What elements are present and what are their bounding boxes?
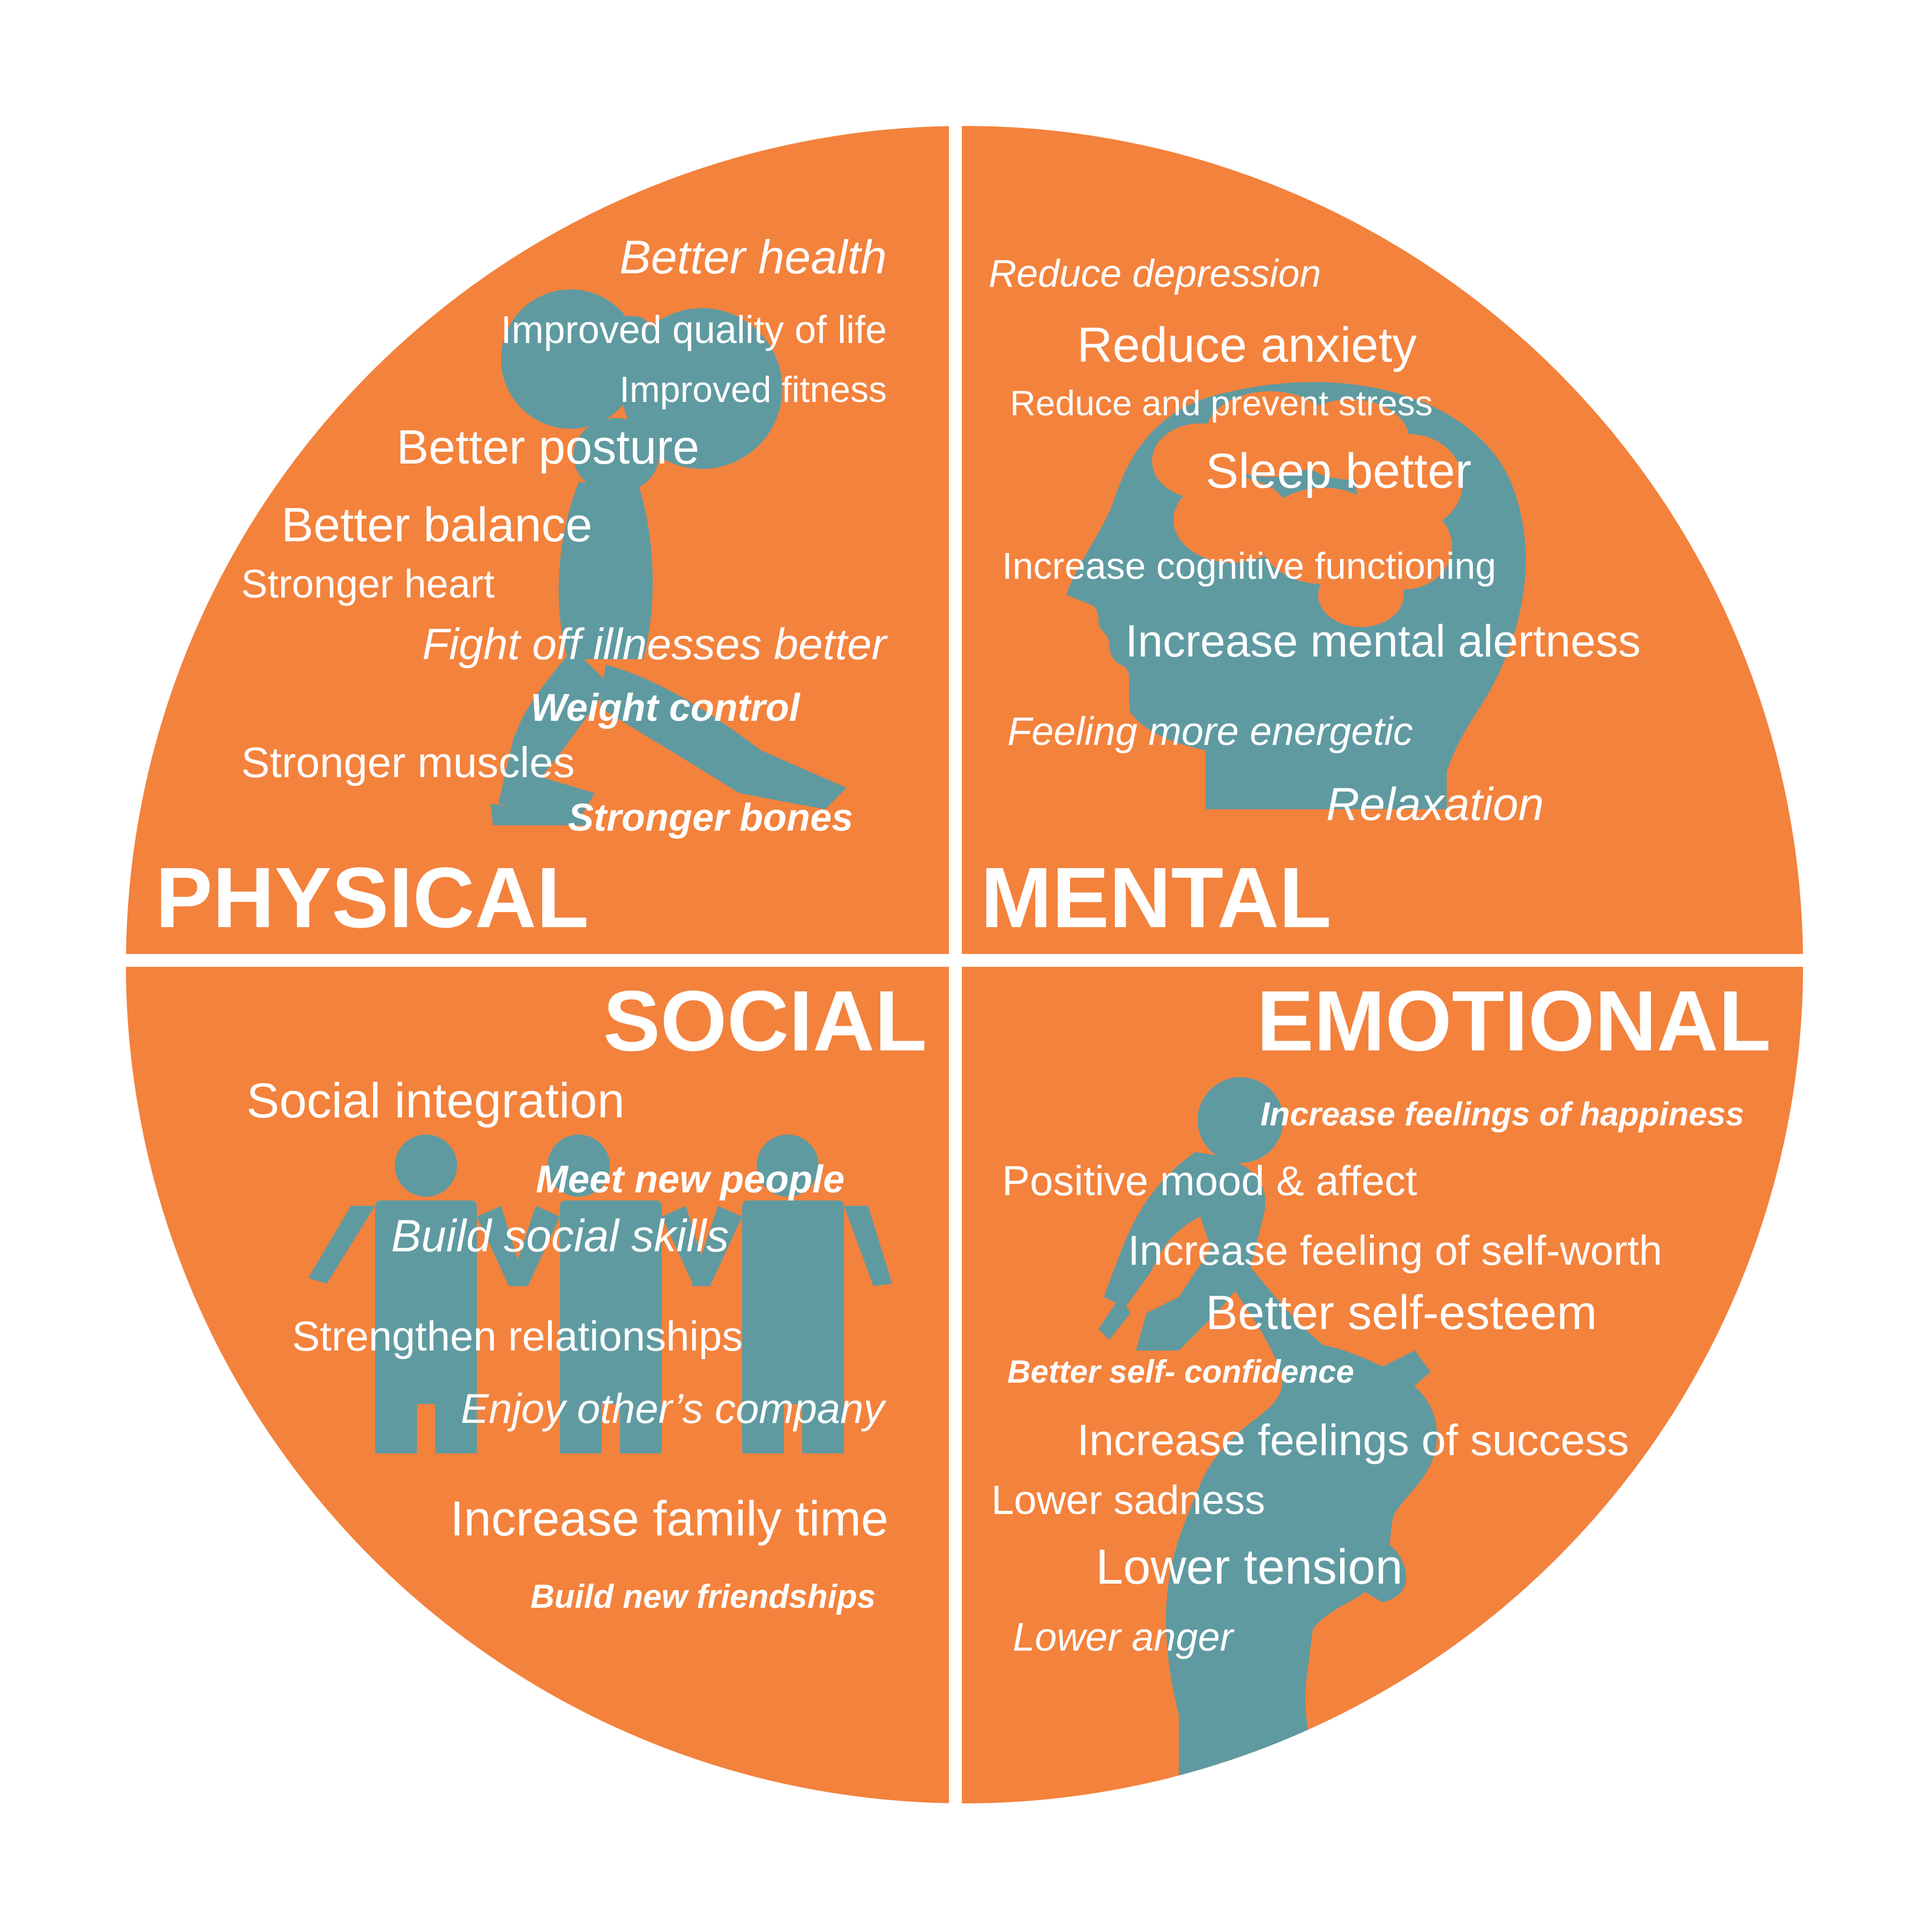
parent-lifting-child-silhouette-icon: [1098, 1077, 1437, 1803]
benefit-item: Better self- confidence: [1007, 1354, 1354, 1390]
benefit-item: Positive mood & affect: [1002, 1157, 1417, 1204]
benefit-item: Increase family time: [450, 1491, 888, 1546]
benefit-item: Lower tension: [1096, 1540, 1403, 1594]
physical-quadrant: PHYSICAL Better health Improved quality …: [155, 230, 888, 945]
benefit-item: Better balance: [281, 498, 592, 552]
mental-quadrant: MENTAL Reduce depression Reduce anxiety …: [981, 252, 1641, 945]
benefit-item: Better posture: [397, 421, 699, 474]
benefit-item: Reduce and prevent stress: [1010, 383, 1433, 423]
benefit-item: Improved quality of life: [501, 309, 887, 352]
head-brain-silhouette-icon: [1066, 382, 1526, 809]
benefit-item: Reduce depression: [989, 252, 1321, 295]
benefit-item: Build social skills: [391, 1211, 729, 1261]
horizontal-divider: [107, 954, 1822, 967]
benefit-item: Stronger muscles: [241, 739, 574, 786]
emotional-title: EMOTIONAL: [1257, 973, 1771, 1069]
benefit-item: Better health: [619, 230, 887, 284]
benefit-item: Enjoy other’s company: [461, 1385, 887, 1432]
benefit-item: Increase feelings of happiness: [1260, 1096, 1744, 1133]
mental-title: MENTAL: [981, 849, 1332, 945]
benefit-item: Meet new people: [536, 1158, 844, 1201]
benefit-item: Better self-esteem: [1206, 1286, 1597, 1340]
three-people-holding-hands-icon: [308, 1135, 892, 1453]
emotional-quadrant: EMOTIONAL Increase feelings of happiness…: [991, 973, 1771, 1659]
benefit-item: Lower anger: [1013, 1615, 1235, 1659]
benefit-item: Relaxation: [1326, 779, 1544, 830]
benefit-item: Fight off illnesses better: [422, 620, 888, 669]
weightlifter-silhouette-icon: [490, 289, 847, 825]
benefit-item: Increase feeling of self-worth: [1128, 1227, 1662, 1274]
benefit-item: Stronger bones: [568, 796, 853, 839]
benefit-item: Improved fitness: [619, 369, 887, 410]
benefit-item: Lower sadness: [991, 1478, 1265, 1523]
physical-title: PHYSICAL: [155, 849, 589, 945]
benefit-item: Feeling more energetic: [1007, 709, 1413, 754]
benefit-item: Stronger heart: [241, 562, 495, 606]
benefit-item: Strengthen relationships: [292, 1312, 743, 1360]
benefit-item: Weight control: [530, 687, 801, 729]
benefit-item: Reduce anxiety: [1077, 318, 1417, 372]
benefit-item: Sleep better: [1206, 444, 1471, 498]
benefit-item: Social integration: [246, 1073, 625, 1128]
social-title: SOCIAL: [603, 973, 927, 1069]
benefit-item: Build new friendships: [530, 1578, 876, 1615]
social-quadrant: SOCIAL Social integration Meet new peopl…: [246, 973, 927, 1615]
benefit-item: Increase mental alertness: [1125, 616, 1641, 666]
benefit-item: Increase feelings of success: [1077, 1416, 1629, 1465]
benefit-item: Increase cognitive functioning: [1002, 545, 1496, 587]
